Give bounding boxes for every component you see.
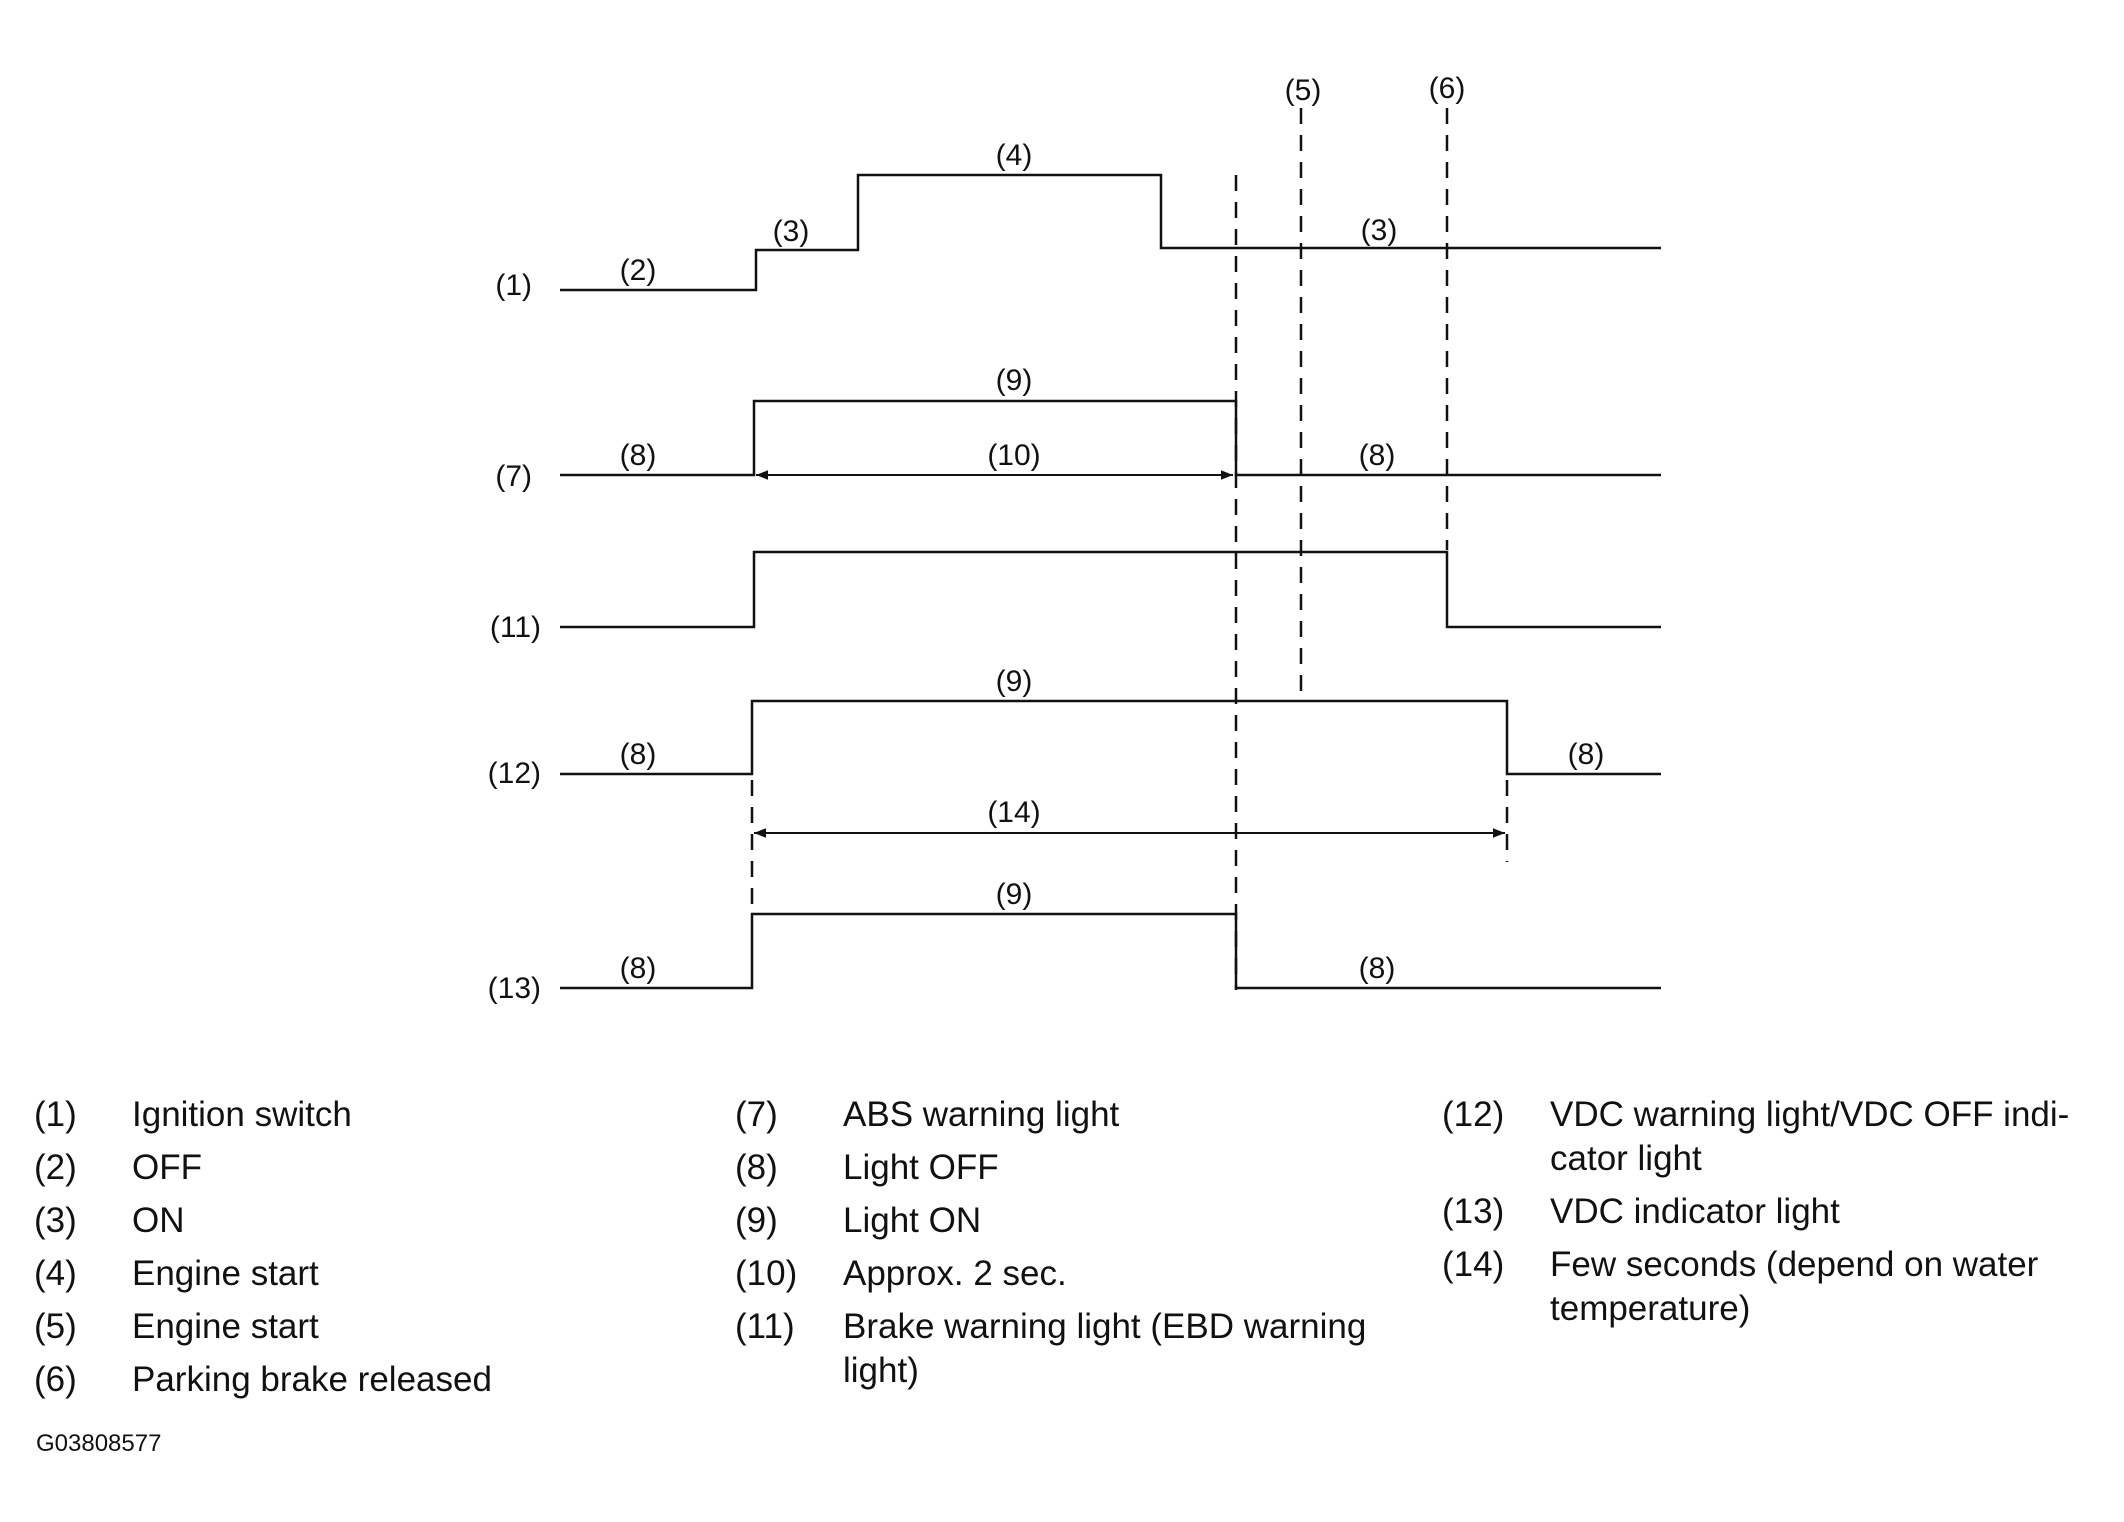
signal-vdc-indicator-light — [560, 912, 1661, 990]
legend-number: (14) — [1442, 1245, 1505, 1284]
segment-label-engine-start: (4) — [996, 139, 1033, 172]
legend-item: (2) OFF — [34, 1146, 594, 1190]
row-label-7: (7) — [495, 460, 532, 493]
legend-item: (10) Approx. 2 sec. — [735, 1252, 1415, 1296]
legend-text: Parking brake released — [132, 1360, 492, 1399]
legend-text: VDC warning light/VDC OFF indi-cator lig… — [1550, 1095, 2070, 1178]
legend-number: (4) — [34, 1254, 77, 1293]
segment-label-light-on: (9) — [996, 364, 1033, 397]
legend-text: Approx. 2 sec. — [843, 1254, 1067, 1293]
signal-abs-warning-light — [560, 399, 1661, 477]
legend-number: (12) — [1442, 1095, 1505, 1134]
row-label-13: (13) — [488, 972, 541, 1005]
segment-label-light-off: (8) — [1568, 738, 1605, 771]
segment-label-light-off: (8) — [620, 952, 657, 985]
row-label-1: (1) — [495, 269, 532, 302]
segment-label-light-off: (8) — [620, 439, 657, 472]
legend-item: (13) VDC indicator light — [1442, 1190, 2102, 1234]
legend-text: VDC indicator light — [1550, 1192, 1840, 1231]
legend-column-1: (1) Ignition switch (2) OFF (3) ON (4) Engin… — [34, 1093, 594, 1411]
legend-number: (6) — [34, 1360, 77, 1399]
legend-column-3: (12) VDC warning light/VDC OFF indi-cator… — [1442, 1093, 2102, 1340]
legend-number: (11) — [735, 1307, 795, 1346]
signal-vdc-warning-light — [560, 699, 1661, 776]
legend-column-2: (7) ABS warning light (8) Light OFF (9) Lig… — [735, 1093, 1415, 1402]
legend-number: (10) — [735, 1254, 798, 1293]
signal-brake-warning-light — [560, 550, 1661, 629]
legend-text: Engine start — [132, 1307, 319, 1346]
legend-number: (7) — [735, 1095, 778, 1134]
segment-label-light-on: (9) — [996, 878, 1033, 911]
figure-id: G03808577 — [36, 1430, 162, 1457]
legend-text: Engine start — [132, 1254, 319, 1293]
legend-text: Light OFF — [843, 1148, 999, 1187]
legend-item: (14) Few seconds (depend on water tempera… — [1442, 1243, 2102, 1331]
marker-label-6: (6) — [1429, 72, 1466, 105]
legend-item: (8) Light OFF — [735, 1146, 1415, 1190]
legend-item: (11) Brake warning light (EBD warning lig… — [735, 1305, 1415, 1393]
legend-item: (5) Engine start — [34, 1305, 594, 1349]
legend-text: Brake warning light (EBD warning light) — [843, 1307, 1367, 1390]
legend-text: ON — [132, 1201, 185, 1240]
segment-label-light-off: (8) — [620, 738, 657, 771]
legend-text: OFF — [132, 1148, 202, 1187]
row-label-11: (11) — [490, 611, 541, 644]
segment-label-duration-10: (10) — [987, 439, 1040, 472]
legend-item: (3) ON — [34, 1199, 594, 1243]
legend-number: (1) — [34, 1095, 77, 1134]
legend-item: (4) Engine start — [34, 1252, 594, 1296]
marker-label-5: (5) — [1285, 74, 1322, 107]
legend-item: (9) Light ON — [735, 1199, 1415, 1243]
legend-number: (3) — [34, 1201, 77, 1240]
row-label-12: (12) — [488, 757, 541, 790]
legend-number: (5) — [34, 1307, 77, 1346]
segment-label-on: (3) — [1361, 214, 1398, 247]
legend-number: (13) — [1442, 1192, 1505, 1231]
segment-label-on: (3) — [773, 215, 810, 248]
signal-ignition-switch — [560, 173, 1661, 292]
segment-label-light-off: (8) — [1359, 952, 1396, 985]
legend-number: (2) — [34, 1148, 77, 1187]
legend-text: Ignition switch — [132, 1095, 352, 1134]
legend-number: (9) — [735, 1201, 778, 1240]
legend-text: Light ON — [843, 1201, 982, 1240]
legend-item: (1) Ignition switch — [34, 1093, 594, 1137]
segment-label-off: (2) — [620, 254, 657, 287]
segment-label-light-on: (9) — [996, 665, 1033, 698]
legend-item: (12) VDC warning light/VDC OFF indi-cator… — [1442, 1093, 2102, 1181]
legend-item: (7) ABS warning light — [735, 1093, 1415, 1137]
timing-diagram: (1) (7) (11) (12) (13) (5) (6) (2) (3) (… — [488, 72, 1661, 1005]
legend-item: (6) Parking brake released — [34, 1358, 594, 1402]
legend-text: ABS warning light — [843, 1095, 1120, 1134]
legend-number: (8) — [735, 1148, 778, 1187]
legend-text: Few seconds (depend on water temperature… — [1550, 1245, 2039, 1328]
segment-label-duration-14: (14) — [987, 796, 1040, 829]
segment-label-light-off: (8) — [1359, 439, 1396, 472]
